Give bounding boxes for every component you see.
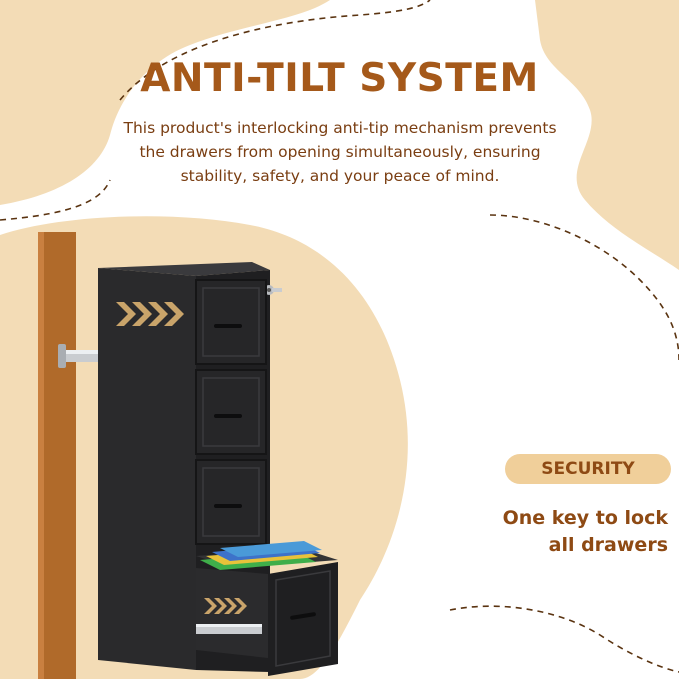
dashed-curve-top — [119, 0, 431, 101]
top-right-blob — [535, 0, 679, 270]
top-left-blob — [0, 0, 330, 205]
drawer-handle-icon — [214, 414, 242, 418]
anti-tilt-bolt — [58, 344, 102, 368]
dashed-curve-bottom — [449, 605, 679, 673]
wall-post — [38, 232, 76, 679]
drawer-4-side — [196, 568, 268, 658]
headline: ANTI-TILT SYSTEM — [140, 56, 539, 101]
hanging-folders — [200, 541, 322, 570]
drawer-4-open — [196, 541, 338, 676]
drawer-handle-icon — [214, 324, 242, 328]
security-badge: SECURITY — [505, 454, 671, 484]
cabinet-top — [98, 262, 270, 276]
drawer-handle-icon — [290, 612, 316, 620]
dashed-curve-left — [0, 179, 111, 221]
feature-text: One key to lock all drawers — [502, 507, 668, 556]
drawer-1 — [195, 279, 267, 365]
drawer-handle-icon — [214, 504, 242, 508]
filing-cabinet — [98, 262, 338, 676]
cabinet-side — [98, 268, 196, 670]
description: This product's interlocking anti-tip mec… — [123, 119, 557, 185]
drawer-3 — [195, 459, 267, 545]
drawer-4-front — [268, 562, 338, 676]
drawer-slide-rail — [196, 624, 262, 634]
dashed-curve-right — [489, 214, 679, 361]
chevron-arrows-icon — [116, 302, 184, 326]
drawer-2 — [195, 369, 267, 455]
